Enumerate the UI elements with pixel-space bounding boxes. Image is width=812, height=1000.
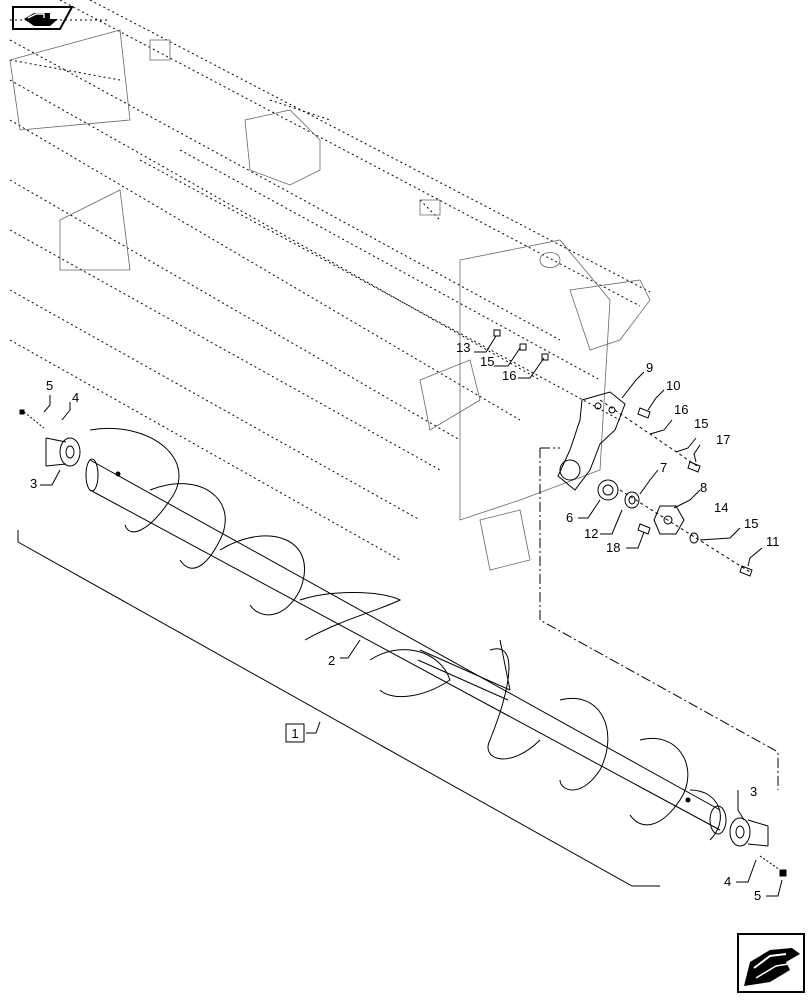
callout-1-box	[285, 723, 305, 743]
callout-10: 10	[666, 378, 680, 393]
callout-13: 13	[456, 340, 470, 355]
callout-7: 7	[660, 460, 667, 475]
callout-16-top: 16	[502, 368, 516, 383]
bearing-assembly	[493, 329, 753, 577]
callout-8: 8	[700, 480, 707, 495]
header-frame	[9, 0, 651, 561]
callout-16-mid: 16	[674, 402, 688, 417]
auger-fasteners	[19, 409, 787, 877]
back-button[interactable]	[10, 4, 76, 32]
leader-lines	[40, 335, 783, 897]
callout-4-left: 4	[72, 390, 79, 405]
callout-17: 17	[716, 432, 730, 447]
auger-assembly	[85, 428, 727, 841]
callout-5-left: 5	[46, 378, 53, 393]
exploded-view-boundary	[539, 448, 779, 790]
callout-15-mid: 15	[694, 416, 708, 431]
next-page-arrow-icon	[737, 933, 805, 993]
previous-page-arrow-icon	[12, 6, 74, 30]
callout-labels: 1 2 3 3 4 4 5 5 6 7 8 9 10 11 12 13 14 1…	[30, 340, 780, 903]
stub-shaft-right	[729, 817, 769, 847]
callout-2: 2	[328, 653, 335, 668]
callout-15-bottom: 15	[744, 516, 758, 531]
next-button[interactable]	[736, 932, 806, 994]
header-frame-outline	[9, 29, 651, 571]
stub-shaft-left	[45, 437, 81, 467]
callout-1: 1	[291, 726, 298, 741]
callout-5-right: 5	[754, 888, 761, 903]
callout-18: 18	[606, 540, 620, 555]
callout-11: 11	[766, 534, 780, 549]
callout-3-right: 3	[750, 784, 757, 799]
callout-15-top: 15	[480, 354, 494, 369]
auger-baseline	[17, 530, 660, 887]
callout-3-left: 3	[30, 476, 37, 491]
callout-4-right: 4	[724, 874, 731, 889]
callout-9: 9	[646, 360, 653, 375]
callout-12: 12	[584, 526, 598, 541]
callout-14: 14	[714, 500, 728, 515]
callout-6: 6	[566, 510, 573, 525]
